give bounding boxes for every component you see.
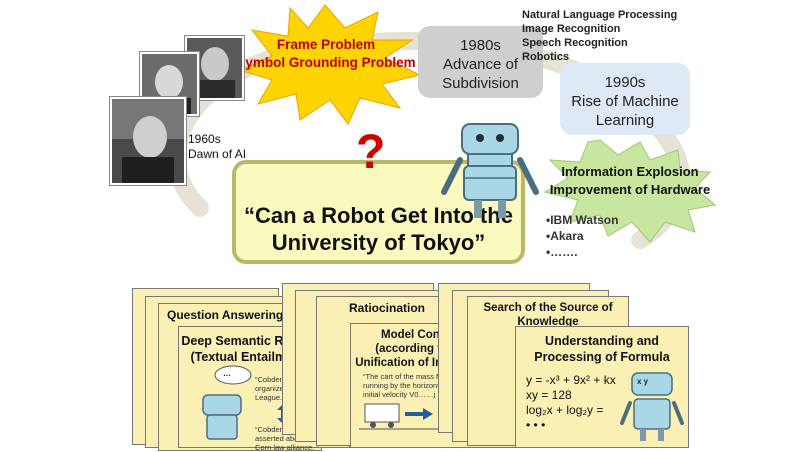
search-front-title-1: Understanding and bbox=[545, 334, 659, 348]
ratio-quote-line-2: running by the horizontal bbox=[363, 381, 446, 390]
portrait-photo-1 bbox=[110, 97, 186, 185]
search-front-title-2: Processing of Formula bbox=[534, 350, 670, 364]
era-1980-box: 1980s Advance of Subdivision bbox=[418, 26, 543, 98]
era-1990-label-2: Learning bbox=[595, 112, 655, 129]
example-akara: •Akara bbox=[546, 229, 584, 243]
ratio-quote-line-3: initial velocity V0……j bbox=[363, 390, 436, 399]
era-1990-year: 1990s bbox=[604, 74, 646, 91]
formula-2: xy = 128 bbox=[526, 388, 572, 402]
question-mark-icon: ? bbox=[356, 126, 386, 179]
field-speech: Speech Recognition bbox=[522, 37, 628, 49]
qa-robot-icon bbox=[202, 365, 252, 440]
field-nlp: Natural Language Processing bbox=[522, 9, 678, 21]
era-1980-year: 1980s bbox=[460, 37, 501, 54]
robot-eyes-text: x y bbox=[637, 377, 649, 386]
era-1990-label-1: Rise of Machine bbox=[571, 93, 679, 110]
example-more: •……. bbox=[546, 245, 578, 259]
search-card-front: Understanding and Processing of Formula … bbox=[515, 326, 689, 448]
example-watson: •IBM Watson bbox=[546, 213, 619, 227]
formula-1: y = -x³ + 9x² + kx bbox=[526, 373, 616, 387]
era-1980-label-1: Advance of bbox=[442, 56, 519, 73]
frame-problem-label: Frame Problem bbox=[276, 37, 376, 52]
era-1960-label: Dawn of AI bbox=[188, 147, 247, 161]
search-back-title-1: Search of the Source of bbox=[483, 302, 613, 314]
main-question-line-1: “Can a Robot Get Into the bbox=[244, 203, 513, 228]
era-1990-box: 1990s Rise of Machine Learning bbox=[560, 63, 690, 135]
portrait-photo-3 bbox=[185, 36, 244, 100]
formula-3: log₂x + log₂y = bbox=[526, 403, 604, 417]
era-1980-label-2: Subdivision bbox=[442, 75, 519, 92]
qa-bubble-text: … bbox=[223, 369, 231, 378]
era-1960-year: 1960s bbox=[188, 132, 221, 146]
field-robotics: Robotics bbox=[522, 51, 570, 63]
info-explosion-label: Information Explosion bbox=[561, 164, 699, 179]
formula-4: • • • bbox=[526, 418, 546, 432]
qa-quote-2-line-2: asserted abolition of the bbox=[255, 434, 335, 443]
robot-icon bbox=[441, 123, 539, 218]
field-image: Image Recognition bbox=[522, 23, 621, 35]
qa-back-title: Question Answering bbox=[167, 308, 284, 322]
formula-robot-icon bbox=[620, 372, 684, 441]
ratio-quote-line-1: “The cart of the mass M is bbox=[363, 372, 450, 381]
ratio-back-title: Ratiocination bbox=[349, 301, 426, 315]
qa-quote-2-line-3: Corn law alliance. ” bbox=[255, 443, 319, 452]
hardware-label: Improvement of Hardware bbox=[549, 182, 711, 197]
main-question-line-2: University of Tokyo” bbox=[271, 230, 486, 255]
symbol-grounding-label: Symbol Grounding Problem bbox=[236, 55, 416, 70]
search-back-title-2: Knowledge bbox=[517, 316, 579, 328]
era-1980-fields: Natural Language Processing Image Recogn… bbox=[522, 8, 677, 64]
qa-quote-1-line-3: League.” bbox=[255, 393, 285, 402]
